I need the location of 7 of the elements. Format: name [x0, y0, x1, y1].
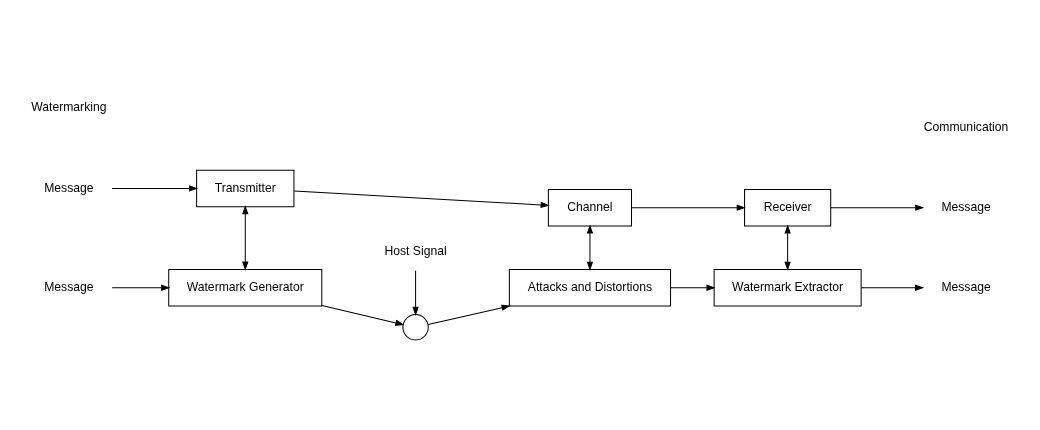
node-text: Message	[941, 279, 991, 294]
node-text: Message	[44, 180, 94, 195]
node-text: Message	[44, 279, 94, 294]
node-text: Host Signal	[384, 244, 447, 259]
node-text: Message	[941, 199, 991, 214]
label: Watermarking	[31, 100, 107, 115]
label: Communication	[923, 119, 1009, 134]
